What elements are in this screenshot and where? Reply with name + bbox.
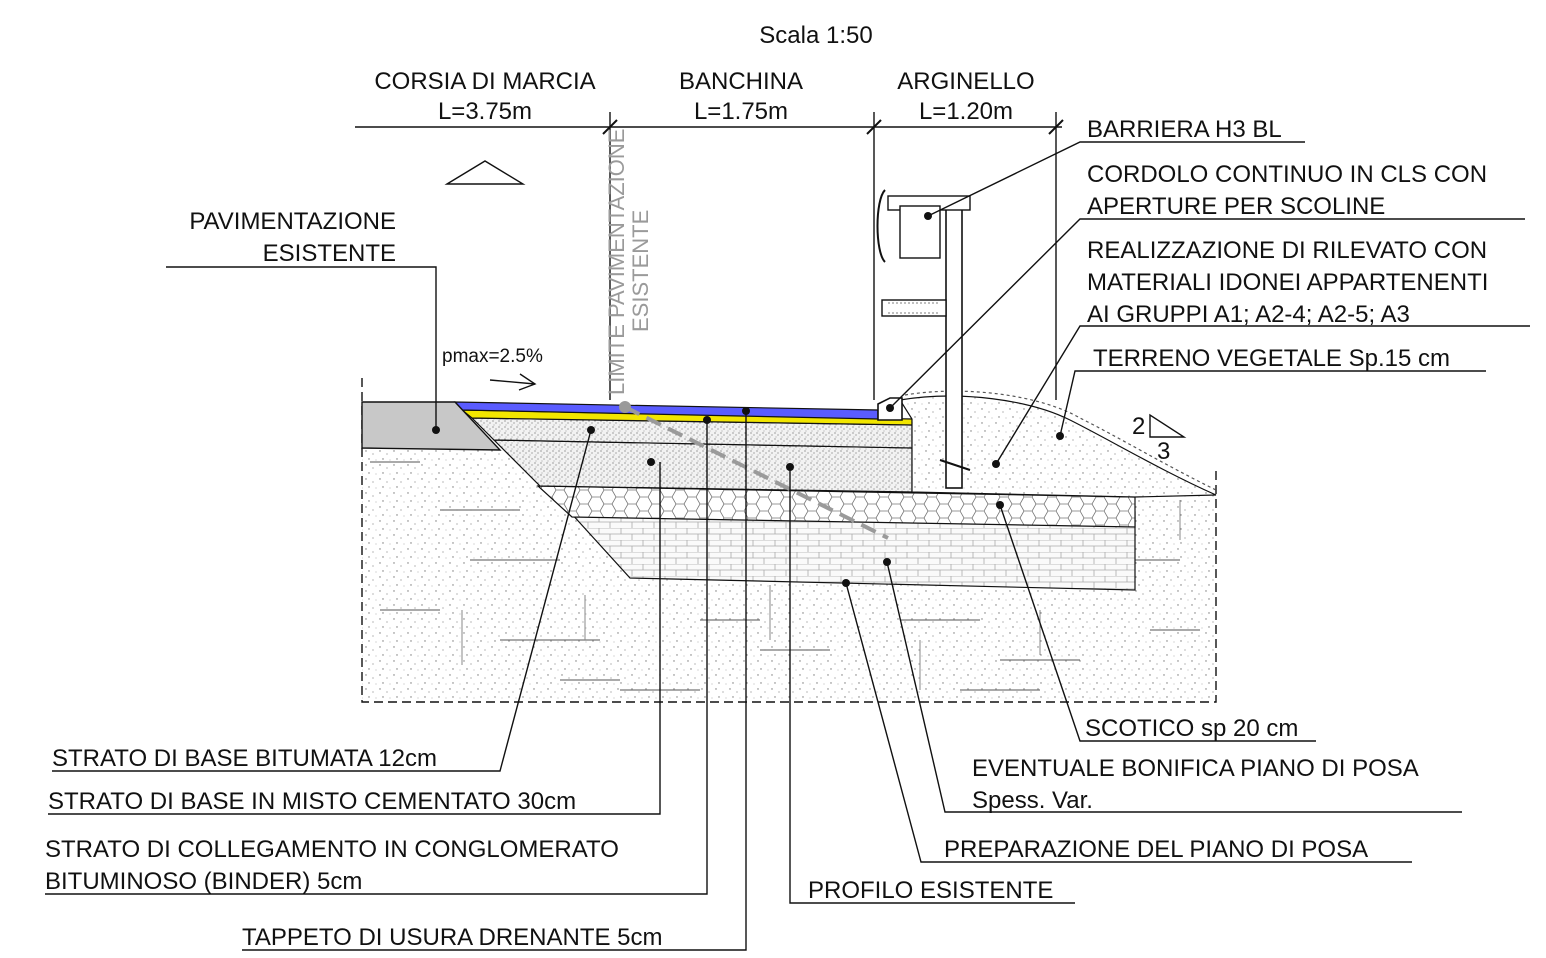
base-bitumen-label: STRATO DI BASE BITUMATA 12cm bbox=[52, 745, 437, 772]
embankment-label-1: REALIZZAZIONE DI RILEVATO CON bbox=[1087, 237, 1487, 264]
lane-length: L=3.75m bbox=[438, 98, 532, 125]
preparation-leader bbox=[845, 582, 1412, 863]
curb-leader bbox=[889, 218, 1525, 409]
slope-label: pmax=2.5% bbox=[442, 346, 543, 367]
curb-label-2: APERTURE PER SCOLINE bbox=[1087, 193, 1385, 220]
binder-label-1: STRATO DI COLLEGAMENTO IN CONGLOMERATO bbox=[45, 836, 619, 863]
stripping-label: SCOTICO sp 20 cm bbox=[1085, 715, 1298, 742]
barrier-leader bbox=[927, 141, 1305, 217]
existing-profile-label: PROFILO ESISTENTE bbox=[808, 877, 1053, 904]
topsoil-leader bbox=[1059, 370, 1486, 437]
existing-paving-label-1: PAVIMENTAZIONE bbox=[189, 208, 396, 235]
preparation-label: PREPARAZIONE DEL PIANO DI POSA bbox=[944, 836, 1368, 863]
stripping-layer bbox=[536, 485, 1136, 528]
curb-label-1: CORDOLO CONTINUO IN CLS CON bbox=[1087, 161, 1487, 188]
svg-text:3: 3 bbox=[1157, 438, 1170, 465]
wearing-leader bbox=[242, 411, 747, 951]
existing-limit-line bbox=[624, 405, 889, 540]
wearing-label: TAPPETO DI USURA DRENANTE 5cm bbox=[242, 924, 663, 951]
topsoil-label: TERRENO VEGETALE Sp.15 cm bbox=[1093, 345, 1450, 372]
binder-leader bbox=[45, 420, 708, 895]
existing-paving-label-2: ESISTENTE bbox=[263, 240, 396, 267]
cement-base-label: STRATO DI BASE IN MISTO CEMENTATO 30cm bbox=[48, 788, 576, 815]
remediation-label-1: EVENTUALE BONIFICA PIANO DI POSA bbox=[972, 755, 1419, 782]
berm-name: ARGINELLO bbox=[897, 68, 1034, 95]
embankment-label-2: MATERIALI IDONEI APPARTENENTI bbox=[1087, 269, 1488, 296]
existing-limit-label-2: ESISTENTE bbox=[628, 210, 653, 332]
base-bitumen-leader bbox=[52, 429, 592, 772]
binder-label-2: BITUMINOSO (BINDER) 5cm bbox=[45, 868, 362, 895]
berm-length: L=1.20m bbox=[919, 98, 1013, 125]
existing-profile-leader bbox=[789, 467, 1075, 904]
svg-text:ESISTENTE: ESISTENTE bbox=[628, 210, 653, 332]
existing-paving bbox=[361, 401, 502, 451]
svg-text:2: 2 bbox=[1132, 413, 1145, 440]
existing-paving-leader bbox=[166, 266, 437, 430]
cement-base-layer bbox=[492, 439, 913, 493]
embankment-label-3: AI GRUPPI A1; A2-4; A2-5; A3 bbox=[1087, 301, 1410, 328]
remediation-label-2: Spess. Var. bbox=[972, 787, 1093, 814]
lane-name: CORSIA DI MARCIA bbox=[374, 68, 595, 95]
stripping-leader bbox=[999, 504, 1316, 742]
embankment-leader bbox=[995, 325, 1530, 465]
embankment-slope-ratio: 2 3 bbox=[1132, 413, 1187, 465]
scale-label: Scala 1:50 bbox=[759, 22, 872, 49]
barrier-label: BARRIERA H3 BL bbox=[1087, 116, 1282, 143]
remediation-leader bbox=[886, 561, 1462, 813]
cement-base-leader bbox=[48, 462, 661, 815]
shoulder-length: L=1.75m bbox=[694, 98, 788, 125]
dimension-line bbox=[355, 112, 1064, 400]
svg-text:LIMITE PAVIMENTAZIONE: LIMITE PAVIMENTAZIONE bbox=[604, 129, 629, 395]
shoulder-name: BANCHINA bbox=[679, 68, 803, 95]
axis-marker bbox=[444, 160, 526, 185]
slope-arrow bbox=[489, 373, 537, 391]
existing-limit-label: LIMITE PAVIMENTAZIONE bbox=[604, 129, 629, 395]
